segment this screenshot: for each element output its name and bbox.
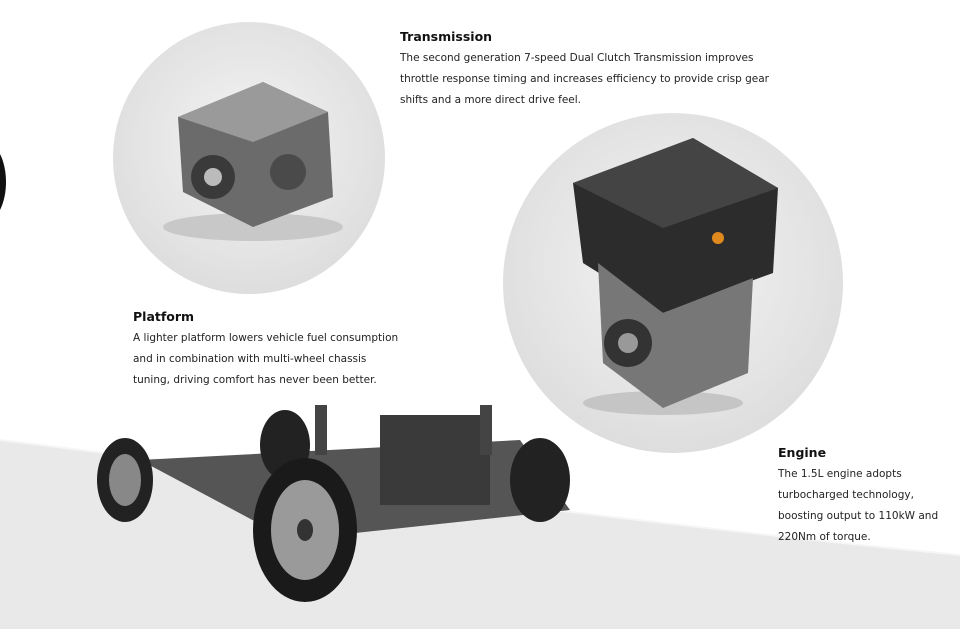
feature-description: The 1.5L engine adopts turbocharged tech… <box>778 464 938 548</box>
feature-description: The second generation 7-speed Dual Clutc… <box>400 48 769 111</box>
description-line: boosting output to 110kW and <box>778 510 939 522</box>
description-line: turbocharged technology, <box>778 489 914 501</box>
engine-icon <box>573 138 778 415</box>
feature-platform: Platform A lighter platform lowers vehic… <box>133 309 398 391</box>
feature-title: Transmission <box>400 29 493 44</box>
feature-description: A lighter platform lowers vehicle fuel c… <box>133 328 398 391</box>
engine-image <box>503 113 843 453</box>
feature-title: Platform <box>133 309 195 324</box>
feature-transmission: Transmission The second generation 7-spe… <box>400 29 769 111</box>
description-line: shifts and a more direct drive feel. <box>400 94 582 106</box>
feature-title: Engine <box>778 445 827 460</box>
description-line: The second generation 7-speed Dual Clutc… <box>400 52 754 64</box>
transmission-image <box>113 22 385 294</box>
description-line: 220Nm of torque. <box>778 531 871 543</box>
feature-engine: Engine The 1.5L engine adopts turbocharg… <box>778 445 938 548</box>
transmission-icon <box>163 82 343 241</box>
description-line: The 1.5L engine adopts <box>778 468 902 480</box>
description-line: A lighter platform lowers vehicle fuel c… <box>133 332 399 344</box>
description-line: throttle response timing and increases e… <box>400 73 769 85</box>
chassis-image <box>97 405 570 602</box>
description-line: and in combination with multi-wheel chas… <box>133 353 367 365</box>
carousel-edge-indicator <box>0 142 6 222</box>
description-line: tuning, driving comfort has never been b… <box>133 374 377 386</box>
